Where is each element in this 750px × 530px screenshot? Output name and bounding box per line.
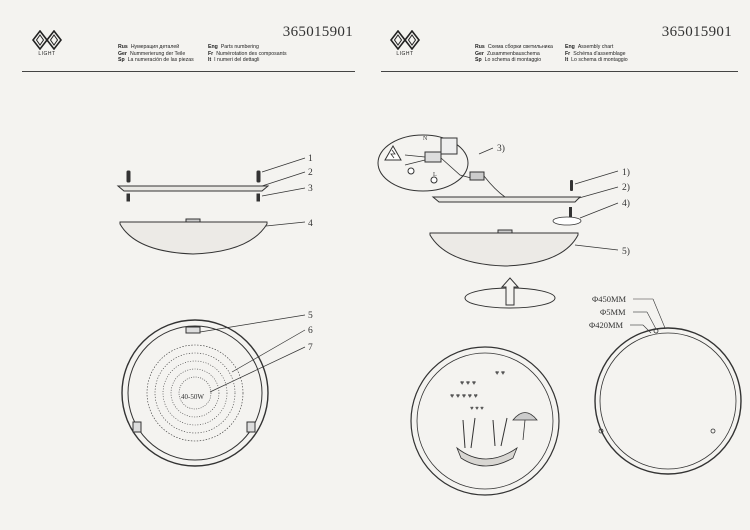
header-text: La numeración de las piezas — [127, 57, 194, 64]
ring-top-view — [594, 327, 742, 475]
callout-4: 4 — [308, 219, 313, 229]
screw-icon — [569, 180, 573, 217]
callout-1: 1 — [308, 154, 313, 164]
assembly-diagram: N L ♥ ♥ ♥ ♥ ♥ ♥ ♥ ♥ ♥ ♥ ♥ — [377, 134, 742, 496]
brand-logo: LIGHT — [32, 30, 62, 57]
header-text: Lo schema di montaggio — [571, 57, 628, 64]
bulb-label: 40-50W — [181, 393, 204, 401]
lang-code: It — [565, 57, 569, 64]
callout-2: 2) — [622, 182, 630, 193]
header-text: Nummerierung der Teile — [129, 50, 186, 57]
brand-logo-icon — [390, 30, 420, 50]
dimension-leaders — [630, 298, 666, 334]
svg-text:♥ ♥: ♥ ♥ — [495, 369, 505, 377]
callout-2: 2 — [308, 168, 313, 178]
shade-side-view — [429, 229, 579, 267]
parts-diagram: 40-50W 1 2 3 4 5 6 7 — [116, 154, 313, 467]
logo-text: LIGHT — [396, 51, 414, 57]
brand-logo: LIGHT — [390, 30, 420, 57]
lang-code: Ger — [475, 50, 484, 57]
washer — [552, 216, 582, 226]
heart-icon: ♥ ♥ ♥ ♥ ♥ ♥ ♥ ♥ ♥ ♥ ♥ ♥ ♥ — [450, 369, 505, 412]
svg-text:♥ ♥ ♥ ♥ ♥: ♥ ♥ ♥ ♥ ♥ — [450, 392, 478, 400]
header-text: Zusammenbauschema — [486, 50, 540, 57]
header-text: Schéma d'assemblage — [573, 50, 626, 57]
dimension-outer: Φ450MM — [592, 294, 627, 304]
callout-1: 1) — [622, 167, 630, 178]
header-text: Lo schema di montaggio — [484, 57, 542, 64]
header-rule — [22, 71, 355, 72]
header-text: Схема сборки светильника — [487, 44, 553, 50]
callout-5: 5) — [622, 246, 630, 257]
lang-code: Ger — [118, 50, 127, 57]
wiring-label-n: N — [423, 136, 428, 142]
header-rule — [381, 71, 738, 72]
dimension-hole: Φ5MM — [600, 307, 626, 317]
callout-5: 5 — [308, 311, 313, 321]
logo-text: LIGHT — [38, 51, 56, 57]
lang-code: Sp — [118, 57, 125, 64]
header-text: Нумерация деталей — [130, 44, 180, 50]
header-text: Assembly chart — [577, 44, 614, 50]
rotation-arrow-icon — [464, 277, 556, 309]
svg-text:♥ ♥ ♥: ♥ ♥ ♥ — [470, 406, 484, 412]
svg-text:♥ ♥ ♥: ♥ ♥ ♥ — [460, 379, 476, 387]
lang-code: Eng — [208, 44, 218, 50]
callout-3: 3 — [308, 184, 313, 194]
header-text: Parts numbering — [220, 44, 259, 50]
header-text: Numérotation des composants — [216, 50, 287, 57]
wiring-label-l: L — [433, 172, 437, 178]
mounting-plate — [116, 185, 270, 192]
callout-4: 4) — [622, 198, 630, 209]
lang-code: Eng — [565, 44, 575, 50]
callout-7: 7 — [308, 343, 313, 353]
wiring-detail — [377, 134, 506, 198]
article-code: 365015901 — [661, 24, 732, 40]
lang-code: It — [208, 57, 212, 64]
callout-6: 6 — [308, 326, 313, 336]
dimension-inner: Φ420MM — [589, 320, 624, 330]
article-code: 365015901 — [282, 24, 353, 40]
shade-side-view — [119, 218, 268, 255]
mounting-plate — [431, 196, 582, 203]
lang-code: Sp — [475, 57, 482, 64]
lang-code: Fr — [208, 50, 214, 57]
screw-icon — [126, 170, 261, 202]
leader-lines — [199, 157, 306, 393]
shade-top-view — [121, 319, 269, 467]
decorated-shade: ♥ ♥ ♥ ♥ ♥ ♥ ♥ ♥ ♥ ♥ ♥ ♥ ♥ — [410, 346, 560, 496]
callout-3: 3) — [497, 143, 505, 154]
lang-code: Rus — [475, 44, 485, 50]
lang-code: Fr — [565, 50, 571, 57]
leader-lines — [478, 147, 619, 251]
header-text: I numeri del dettagli — [214, 57, 260, 64]
brand-logo-icon — [32, 30, 62, 50]
lang-code: Rus — [118, 44, 128, 50]
